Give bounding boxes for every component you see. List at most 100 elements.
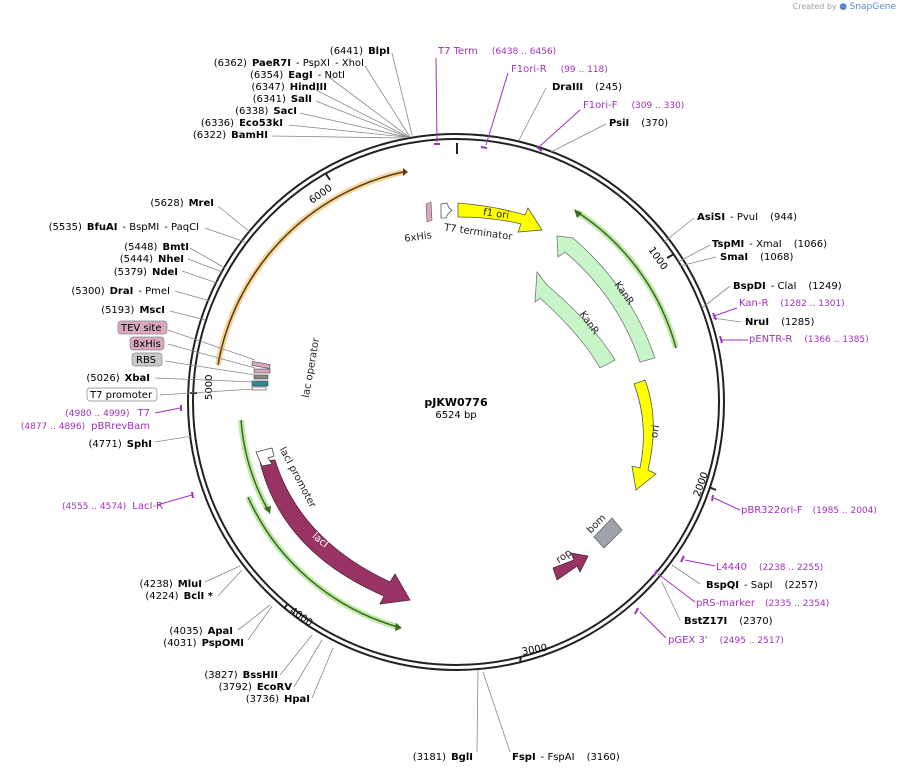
site-eagi: (6354)EagI- NotI <box>250 70 345 81</box>
site-draiii-pos: (245) <box>595 82 622 93</box>
watermark-prefix: Created by <box>792 2 837 11</box>
ori-label: ori <box>649 424 662 439</box>
site-nrui-name: NruI <box>745 317 769 328</box>
site-nhei-pos: (5444) <box>120 254 153 265</box>
site-xbai: (5026) XbaI <box>86 373 150 384</box>
site-saci: (6338)SacI <box>235 106 297 117</box>
laci-orf-arrowhead <box>395 623 402 631</box>
site-msci-name: MscI <box>139 305 165 316</box>
site-nrui: NruI(1285) <box>745 317 814 328</box>
primer-kan-r-range: (1282 .. 1301) <box>780 299 844 309</box>
site-xbai-name: XbaI <box>125 373 150 384</box>
rbs-label: RBS <box>136 355 156 366</box>
laci-arrow <box>259 459 411 605</box>
site-sapi-name: - SapI <box>744 580 773 591</box>
primer-prs-marker-range: (2335 .. 2354) <box>765 599 829 609</box>
site-smai-name: SmaI <box>720 252 748 263</box>
primer-f1ori-r-range: (99 .. 118) <box>561 65 608 75</box>
site-sphi-pos: (4771) <box>89 439 122 450</box>
site-pspomi-name: PspOMI <box>202 638 244 649</box>
site-tspmi-pos: (1066) <box>794 239 827 250</box>
primer-prs-marker-name: pRS-marker <box>696 598 756 609</box>
site-blpi-pos: (6441) <box>330 46 363 57</box>
site-xbai-pos: (5026) <box>86 373 119 384</box>
site-hpai-name: HpaI <box>284 694 310 705</box>
kanr-outer-arrow <box>556 235 656 363</box>
primer-pbrrevbam-name: pBRrevBam <box>91 421 150 432</box>
primer-pbr322ori-f-name: pBR322ori-F <box>741 505 803 516</box>
primer-t7term-name: T7 Term <box>437 46 478 57</box>
site-nhei: (5444)NheI <box>120 254 184 265</box>
site-eco53ki-name: Eco53kI <box>239 118 283 129</box>
primer-kan-r-name: Kan-R <box>739 298 768 309</box>
primer-f1ori-r-name: F1ori-R <box>511 64 547 75</box>
tick-label-4000: 4000 <box>287 605 314 629</box>
primer-f1ori-f-name: F1ori-F <box>583 100 618 111</box>
f1-ori-label: f1 ori <box>482 207 509 222</box>
primer-laci-r: (4555 .. 4574)LacI-R <box>62 501 163 512</box>
site-bcli: (4224)BclI * <box>145 591 213 602</box>
site-asisi: AsiSI- PvuI(944) <box>697 212 797 223</box>
primer-l4440-name: L4440 <box>716 562 747 573</box>
primer-t7-range: (4980 .. 4999) <box>65 409 129 419</box>
site-eagi-pos: (6354) <box>250 70 283 81</box>
primer-pentr-r-range: (1366 .. 1385) <box>804 335 868 345</box>
site-mrei: (5628)MreI <box>150 198 214 209</box>
site-bsshii-pos: (3827) <box>204 670 237 681</box>
site-xmai-name: - XmaI <box>749 239 781 250</box>
primer-pbrrevbam: (4877 .. 4896) pBRrevBam <box>21 421 150 432</box>
primer-leader-lines <box>154 57 748 639</box>
primer-pgex3-range: (2495 .. 2517) <box>720 636 784 646</box>
backbone-outer <box>187 133 725 671</box>
watermark-brand: SnapGene <box>849 2 896 12</box>
site-asisi-pos: (944) <box>770 212 797 223</box>
rop-arrow <box>552 552 589 581</box>
primer-t7term: T7 Term(6438 .. 6456) <box>437 46 556 57</box>
primer-ticks <box>180 143 723 615</box>
his8-box <box>129 336 165 351</box>
site-blpi: (6441) BlpI <box>330 46 390 57</box>
site-saci-name: SacI <box>273 106 297 117</box>
site-bmti-name: BmtI <box>162 242 189 253</box>
tick-6000 <box>325 173 331 181</box>
site-smai: SmaI (1068) <box>720 252 793 263</box>
tev-site-label: TEV site <box>120 323 162 334</box>
site-blpi-name: BlpI <box>368 46 390 57</box>
primer-f1ori-f: F1ori-F(309 .. 330) <box>583 100 684 111</box>
tick-2000 <box>708 486 717 491</box>
site-smai-pos: (1068) <box>760 252 793 263</box>
site-hindiii-name: HindIII <box>290 82 327 93</box>
primer-l4440: L4440(2238 .. 2255) <box>716 562 823 573</box>
site-drai-pos: (5300) <box>71 286 104 297</box>
site-paqci-name: - PaqCI <box>164 222 199 233</box>
site-tspmi-name: TspMI <box>712 239 744 250</box>
site-apai-name: ApaI <box>208 626 233 637</box>
primer-pentr-r: pENTR-R(1366 .. 1385) <box>749 334 869 345</box>
site-drai-name: DraI <box>110 286 134 297</box>
site-bspdi-pos: (1249) <box>808 281 841 292</box>
site-mlui-name: MluI <box>178 579 202 590</box>
tick-label-3000: 3000 <box>521 643 548 658</box>
lac-operator-block <box>251 380 269 387</box>
site-bmti: (5448)BmtI <box>124 242 189 253</box>
tev-site-block <box>251 361 271 369</box>
site-paer7i-name: PaeR7I <box>252 58 291 69</box>
site-psii-pos: (370) <box>641 118 668 129</box>
site-bfuai-pos: (5535) <box>49 222 82 233</box>
laci-promoter-arrow <box>255 447 275 467</box>
site-sali-name: SalI <box>291 94 312 105</box>
position-ticks <box>190 143 717 664</box>
bom-feature <box>593 517 623 549</box>
site-fspi: FspI- FspAI(3160) <box>512 752 620 763</box>
site-eco53ki-pos: (6336) <box>201 118 234 129</box>
site-bspdi-name: BspDI <box>733 281 766 292</box>
site-bgli: (3181)BglI <box>413 752 473 763</box>
laci-promoter-orf-arrowhead <box>264 506 271 514</box>
primer-pbrrevbam-range: (4877 .. 4896) <box>21 422 85 432</box>
primer-laci-r-name: LacI-R <box>132 501 163 512</box>
site-mlui: (4238)MluI <box>140 579 202 590</box>
site-bfuai: (5535)BfuAI- BspMI- PaqCI <box>49 222 199 233</box>
site-mrei-name: MreI <box>189 198 214 209</box>
site-ecorv-pos: (3792) <box>219 682 252 693</box>
site-sali-pos: (6341) <box>253 94 286 105</box>
